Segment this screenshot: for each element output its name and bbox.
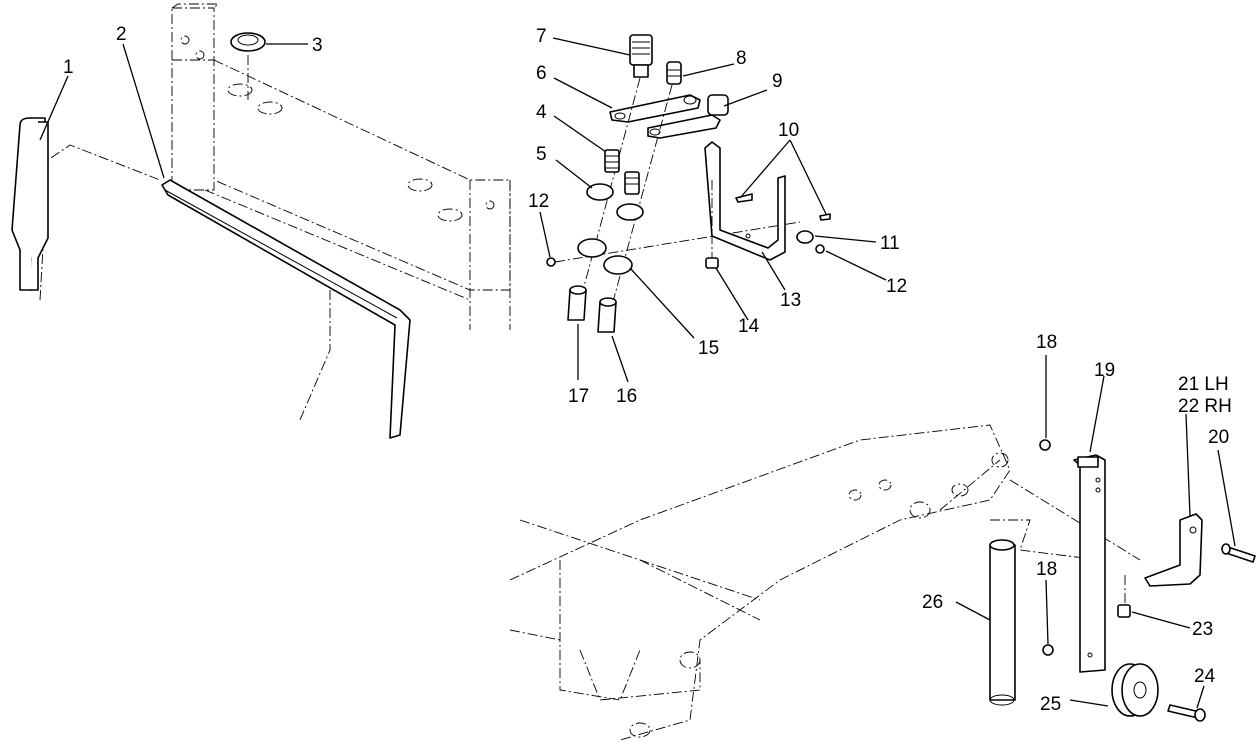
callout-17: 17: [568, 386, 589, 407]
part-23-bolt: [1117, 575, 1131, 618]
callout-14: 14: [738, 316, 760, 337]
part-4-spacer: [604, 149, 640, 195]
part-21-22-bracket: [1144, 513, 1203, 587]
part-9-linkage: [647, 94, 729, 139]
callout-25: 25: [1040, 694, 1061, 715]
part-15-clamp: [577, 238, 633, 275]
part-19-post: [1073, 454, 1106, 673]
part-5-clamp: [586, 183, 644, 221]
part-12-nut: [546, 244, 825, 267]
part-26-tube: [989, 539, 1016, 706]
callout-21-lh: 21 LH: [1178, 374, 1229, 395]
callout-8: 8: [736, 48, 747, 69]
leader-lines: [39, 37, 1236, 709]
callout-12b: 12: [886, 276, 907, 297]
callout-11: 11: [880, 233, 900, 254]
part-2-seal-strip: [161, 179, 411, 439]
callout-16: 16: [616, 386, 637, 407]
callout-18a: 18: [1036, 332, 1057, 353]
part-25-wheel: [1111, 663, 1159, 717]
part-16-hose: [597, 297, 617, 333]
part-8-connector: [666, 61, 682, 85]
part-13-bracket: [704, 141, 786, 261]
callout-3: 3: [312, 35, 323, 56]
callout-5: 5: [536, 144, 547, 165]
panel-phantom: [39, 144, 331, 421]
callout-9: 9: [772, 71, 783, 92]
console-frame-phantom: [171, 3, 511, 330]
part-7-connector: [629, 34, 653, 78]
callout-12a: 12: [528, 191, 549, 212]
callout-23: 23: [1192, 619, 1213, 640]
part-11-clip: [796, 230, 814, 244]
callout-20: 20: [1208, 427, 1229, 448]
part-3-grommet: [230, 32, 266, 100]
callout-13: 13: [780, 290, 801, 311]
callout-10: 10: [778, 120, 799, 141]
callout-7: 7: [536, 26, 547, 47]
part-14-bolt: [705, 180, 719, 269]
callout-4: 4: [536, 102, 547, 123]
callout-24: 24: [1194, 666, 1216, 687]
lower-frame-phantom: [509, 424, 1141, 741]
callout-26: 26: [922, 592, 943, 613]
part-6-linkage: [609, 94, 701, 123]
part-18-nut: [1039, 439, 1054, 656]
callout-19: 19: [1094, 360, 1115, 381]
callout-22-rh: 22 RH: [1178, 396, 1232, 417]
part-10-screw: [735, 193, 831, 221]
callout-18b: 18: [1036, 559, 1057, 580]
part-20-bolt: [1221, 543, 1256, 563]
callout-2: 2: [116, 24, 127, 45]
part-17-hose: [567, 285, 587, 321]
part-1-edge-trim: [11, 117, 49, 291]
callout-1: 1: [63, 57, 74, 78]
callout-6: 6: [536, 63, 547, 84]
callout-15: 15: [698, 338, 719, 359]
part-24-bolt: [1167, 704, 1206, 722]
callout-labels: 1 2 3 4 5 6 7 8 9 10 11 12 12 13 14 15 1…: [63, 24, 1232, 715]
